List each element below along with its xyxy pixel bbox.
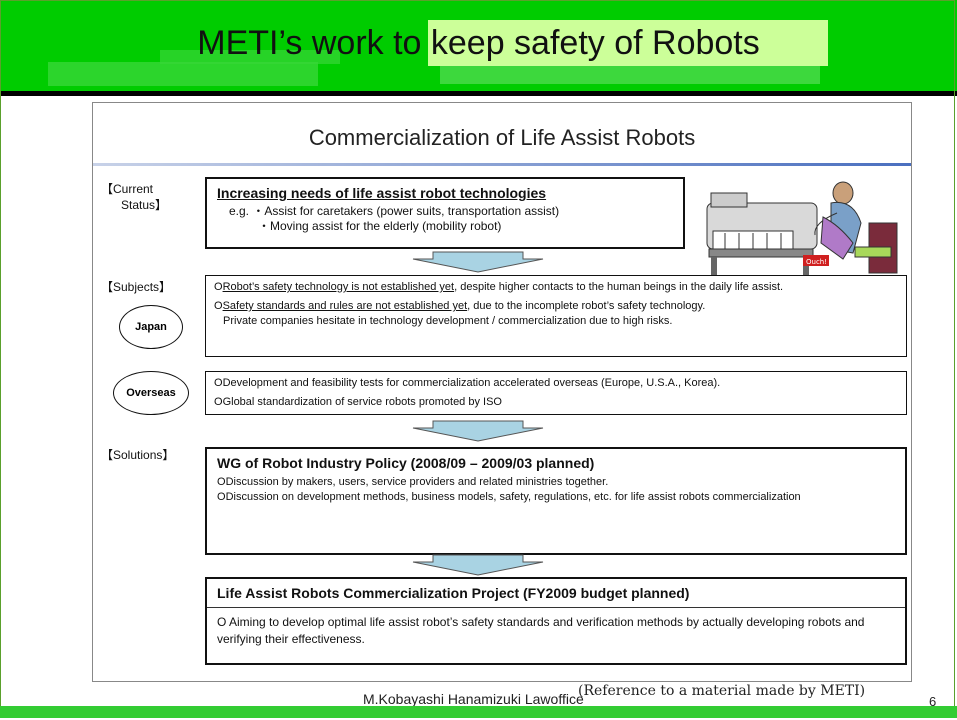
wg-item-1: ODiscussion by makers, users, service pr… (217, 475, 895, 490)
ouch-text: Ouch! (806, 258, 827, 266)
label-subjects: 【Subjects】 (101, 280, 172, 294)
bullet-mark: O (217, 491, 226, 503)
overseas-subjects-box: ODevelopment and feasibility tests for c… (205, 371, 907, 415)
embedded-slide: Commercialization of Life Assist Robots … (92, 102, 912, 682)
current-item-1: ・Assist for caretakers (power suits, tra… (252, 204, 560, 218)
down-arrow-icon (412, 554, 544, 576)
page-number: 6 (929, 694, 937, 709)
current-line2: ・Moving assist for the elderly (mobility… (258, 219, 502, 233)
down-arrow-icon (412, 251, 544, 273)
overseas-item-1-text: Development and feasibility tests for co… (222, 377, 721, 389)
japan-item-1-rest: , despite higher contacts to the human b… (454, 281, 784, 293)
japan-item-2-underlined: Safety standards and rules are not estab… (222, 300, 468, 312)
japan-item-2: OSafety standards and rules are not esta… (214, 299, 898, 314)
slide-title: Commercialization of Life Assist Robots (308, 125, 696, 150)
project-divider (207, 607, 905, 608)
japan-item-2-rest: , due to the incomplete robot’s safety t… (467, 300, 706, 312)
title-highlight (428, 20, 828, 66)
current-heading: Increasing needs of life assist robot te… (217, 185, 547, 201)
japan-item-2-line2: Private companies hesitate in technology… (223, 315, 673, 327)
overseas-item-2: OGlobal standardization of service robot… (214, 395, 898, 410)
bullet-mark: O (217, 615, 227, 629)
slide-title-rule (93, 163, 911, 166)
bullet-mark: O (214, 281, 223, 293)
bullet-mark: O (214, 396, 223, 408)
japan-oval: Japan (119, 305, 183, 349)
label-current-status: 【Current Status】 (101, 181, 167, 213)
wg-item-2-text: Discussion on development methods, busin… (225, 491, 801, 503)
japan-subjects-box: ORobot’s safety technology is not establ… (205, 275, 907, 357)
footer-author: M.Kobayashi Hanamizuki Lawoffice (363, 691, 584, 707)
bullet-mark: O (214, 300, 223, 312)
current-status-box: Increasing needs of life assist robot te… (205, 177, 685, 249)
project-box: Life Assist Robots Commercialization Pro… (205, 577, 907, 665)
project-item-1: O Aiming to develop optimal life assist … (217, 614, 895, 648)
bullet-mark: O (217, 476, 226, 488)
wg-item-2: ODiscussion on development methods, busi… (217, 490, 895, 505)
japan-item-1-underlined: Robot’s safety technology is not establi… (222, 281, 455, 293)
current-line1: e.g. ・Assist for caretakers (power suits… (217, 204, 673, 219)
label-current-status-line1: 【Current (101, 182, 154, 196)
wg-box: WG of Robot Industry Policy (2008/09 – 2… (205, 447, 907, 555)
header-decoration (160, 50, 340, 64)
project-item-1-text: Aiming to develop optimal life assist ro… (217, 615, 865, 646)
page-title: METI’s work to keep safety of Robots (197, 24, 760, 62)
header-divider (0, 91, 957, 96)
overseas-oval: Overseas (113, 371, 189, 415)
project-heading: Life Assist Robots Commercialization Pro… (217, 585, 690, 601)
label-current-status-line2: Status】 (121, 198, 168, 212)
down-arrow-icon (412, 420, 544, 442)
overseas-item-1: ODevelopment and feasibility tests for c… (214, 376, 898, 391)
label-solutions: 【Solutions】 (101, 448, 175, 462)
wg-heading: WG of Robot Industry Policy (2008/09 – 2… (217, 455, 595, 471)
reference-note: (Reference to a material made by METI) (578, 683, 866, 699)
header-decoration (48, 62, 318, 86)
overseas-item-2-text: Global standardization of service robots… (222, 396, 502, 408)
wg-item-1-text: Discussion by makers, users, service pro… (225, 476, 609, 488)
caretaker-illustration: Ouch! (706, 181, 898, 277)
bottom-bar (0, 706, 957, 718)
eg-label: e.g. (229, 204, 250, 218)
title-highlight (440, 66, 820, 84)
header-bar: METI’s work to keep safety of Robots (0, 0, 957, 96)
bullet-mark: O (214, 377, 223, 389)
japan-item-1: ORobot’s safety technology is not establ… (214, 280, 898, 295)
